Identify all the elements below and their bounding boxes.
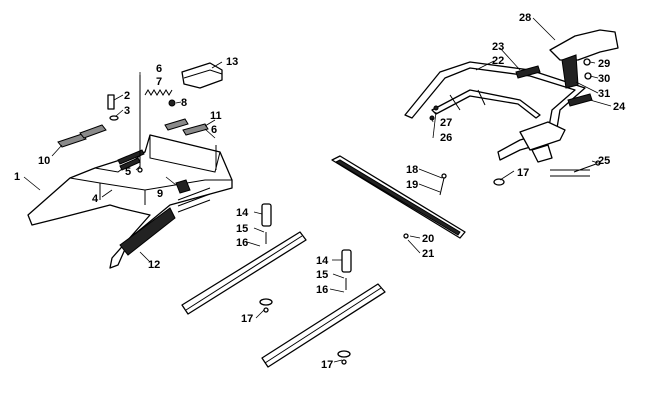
callout-17a: 17 (241, 313, 253, 325)
callout-14a: 14 (236, 207, 249, 219)
callout-16a: 16 (236, 237, 248, 249)
callout-1: 1 (14, 171, 20, 183)
callout-11: 11 (210, 110, 222, 122)
callout-28: 28 (519, 12, 531, 24)
callout-25: 25 (598, 155, 610, 167)
callout-14b: 14 (316, 255, 329, 267)
callout-6b: 6 (211, 124, 217, 136)
callout-27: 27 (440, 117, 452, 129)
callout-10: 10 (38, 155, 50, 167)
callout-18: 18 (406, 164, 418, 176)
callout-3: 3 (124, 105, 130, 117)
callout-22: 22 (492, 55, 504, 67)
callout-19: 19 (406, 179, 418, 191)
callout-23: 23 (492, 41, 504, 53)
rail-assembly-right (261, 249, 386, 368)
callout-20: 20 (422, 233, 434, 245)
callout-26: 26 (440, 132, 452, 144)
callout-15a: 15 (236, 223, 248, 235)
pad-10 (57, 133, 87, 148)
pad-11b (182, 123, 209, 136)
callout-21: 21 (422, 248, 434, 260)
pad-11 (164, 118, 189, 131)
latch-9 (175, 179, 191, 194)
rail-assembly-left (181, 203, 307, 315)
callout-8: 8 (181, 97, 187, 109)
callout-12: 12 (148, 259, 160, 271)
callout-15b: 15 (316, 269, 328, 281)
leader-lines (23, 17, 612, 363)
callout-13: 13 (226, 56, 238, 68)
callout-16b: 16 (316, 284, 328, 296)
callout-31: 31 (598, 88, 610, 100)
base-pan-assembly (27, 134, 233, 269)
cover-13 (181, 62, 223, 89)
callout-17b: 17 (321, 359, 333, 371)
rack-assembly (404, 61, 593, 161)
handle-28 (549, 29, 619, 61)
callout-5: 5 (125, 166, 131, 178)
callout-9: 9 (157, 188, 163, 200)
callout-2: 2 (124, 90, 130, 102)
callout-29: 29 (598, 58, 610, 70)
callout-4: 4 (92, 193, 99, 205)
callout-labels: 1 2 3 4 5 6 6 7 8 9 10 11 12 13 14 15 16… (14, 12, 626, 371)
callout-6a: 6 (156, 63, 162, 75)
pad-10b (79, 124, 107, 139)
callout-30: 30 (598, 73, 610, 85)
callout-17c: 17 (517, 167, 529, 179)
callout-7: 7 (156, 76, 162, 88)
callout-24: 24 (613, 101, 626, 113)
spring-7 (144, 89, 173, 96)
latch-bracket (561, 54, 579, 89)
